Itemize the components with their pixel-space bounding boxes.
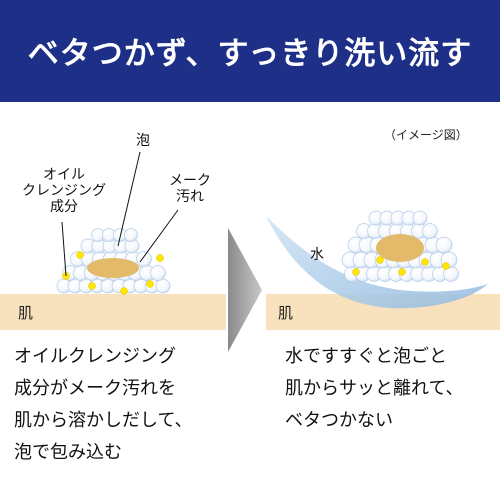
skin-label-right: 肌: [278, 304, 294, 322]
image-note: （イメージ図）: [384, 128, 468, 142]
label-makeup-line: メーク: [169, 173, 211, 189]
description-line: 泡で包み込む: [14, 442, 122, 463]
oil-dots-left: [62, 251, 164, 295]
label-oil-cleansing: オイル クレンジング 成分: [4, 167, 124, 215]
label-foam: 泡: [136, 133, 150, 149]
description-line: オイルクレンジング: [14, 346, 176, 367]
description-line: 成分がメーク汚れを: [14, 378, 176, 399]
foam-bubble: [422, 223, 438, 239]
makeup-dirt-right: [376, 234, 424, 262]
skin-layer-left: [0, 294, 226, 330]
foam-bubble: [412, 210, 428, 226]
foam-bubble: [155, 278, 171, 294]
description-line: ベタつかない: [285, 410, 393, 431]
description-line: 肌から溶かしだして、: [14, 410, 193, 431]
leader-lines: [61, 151, 179, 277]
label-oil-line: 成分: [50, 199, 78, 215]
skin-label-left: 肌: [18, 304, 34, 322]
header-banner: ベタつかず、すっきり洗い流す: [0, 0, 500, 102]
description-right: 水ですすぐと泡ごと 肌からサッと離れて、 ベタつかない: [285, 341, 464, 437]
header-title: ベタつかず、すっきり洗い流す: [27, 36, 473, 72]
foam-bubble: [150, 265, 166, 281]
label-makeup-dirt: メーク 汚れ: [160, 173, 220, 205]
description-left: オイルクレンジング 成分がメーク汚れを 肌から溶かしだして、 泡で包み込む: [14, 341, 193, 469]
label-oil-line: クレンジング: [22, 183, 106, 199]
foam-bubble: [136, 251, 152, 267]
makeup-dirt-left: [87, 258, 139, 278]
water-stream: [266, 216, 488, 309]
foam-bubble: [124, 228, 138, 242]
description-line: 肌からサッと離れて、: [285, 378, 464, 399]
transition-arrow: [228, 228, 262, 352]
label-water: 水: [310, 247, 324, 263]
foam-bubble: [435, 236, 453, 254]
label-oil-line: オイル: [43, 167, 85, 183]
oil-dots-right: [352, 256, 450, 276]
description-line: 水ですすぐと泡ごと: [285, 346, 447, 367]
label-makeup-line: 汚れ: [176, 189, 204, 205]
